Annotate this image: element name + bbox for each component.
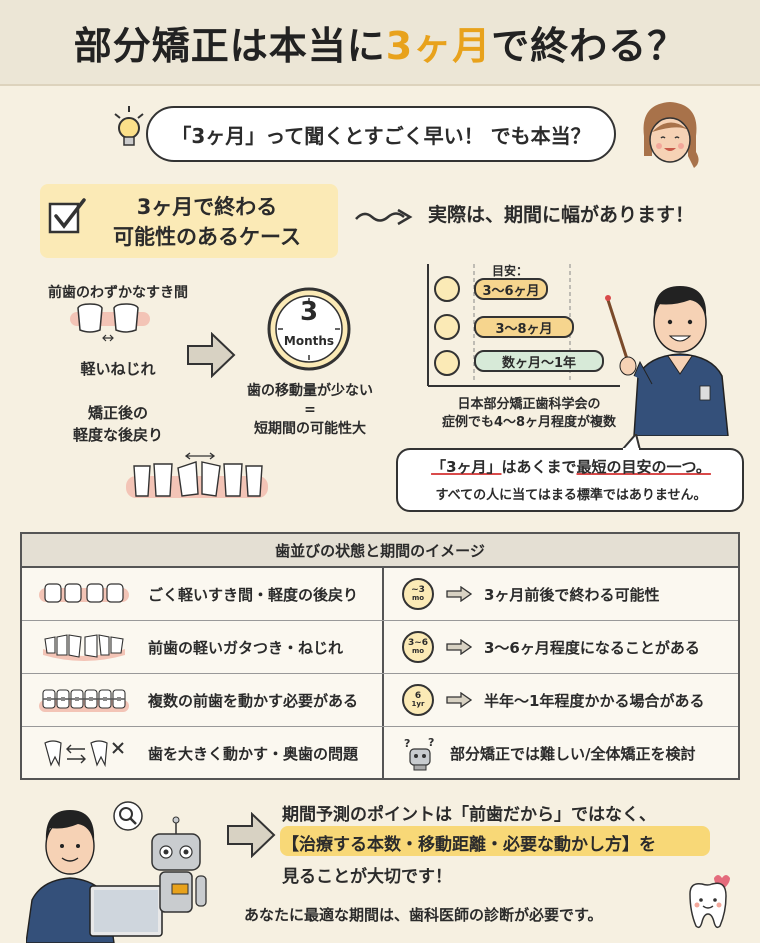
clock-top: ~3 [411, 585, 425, 595]
condition-text: ごく軽いすき間・軽度の後戻り [148, 585, 359, 604]
table-row: 歯を大きく動かす・奥歯の問題 ? ? 部分矯正では難しい/全体矯正を検討 [22, 727, 738, 780]
case-relapse-label: 矯正後の 軽度な後戻り [28, 402, 208, 446]
doctor-bubble-mid: はあくまで [501, 458, 577, 476]
braces-teeth-icon [36, 685, 132, 715]
case-gap-label: 前歯のわずかなすき間 [48, 285, 188, 301]
footer-highlight [280, 826, 710, 856]
front-teeth-gap-icon [70, 303, 150, 342]
lightbulb-icon [114, 106, 144, 146]
result-text: 半年〜1年程度かかる場合がある [484, 691, 705, 710]
footer-line2: 【治療する本数・移動距離・必要な動かし方】を [282, 835, 656, 855]
case-twist-label: 軽いねじれ [80, 360, 156, 378]
society-note-line2: 症例でも4〜8ヶ月程度が複数 [441, 415, 617, 430]
case-relapse-line1: 矯正後の [87, 404, 148, 422]
timeline-clock-icon [434, 314, 460, 340]
misaligned-teeth-icon [126, 452, 268, 498]
case-title: 3ヶ月で終わる 可能性のあるケース [92, 192, 322, 252]
case-relapse-line2: 軽度な後戻り [72, 426, 163, 444]
tooth-mascot-icon [689, 875, 730, 929]
question-bubble: 「3ヶ月」って聞くとすごく早い！ でも本当？ [146, 106, 616, 162]
header-banner: 部分矯正は本当に3ヶ月で終わる？ [0, 0, 760, 86]
right-arrow-icon [446, 586, 472, 602]
teeth-small-gap-icon [36, 579, 132, 609]
svg-text:?: ? [404, 737, 410, 750]
three-months-clock-icon [267, 287, 351, 371]
clock-caption-line3: 短期間の可能性大 [254, 421, 366, 437]
page-title: 部分矯正は本当に3ヶ月で終わる？ [74, 15, 686, 70]
table-cell-condition: 歯を大きく動かす・奥歯の問題 [22, 727, 384, 780]
clock-caption-line2: = [304, 402, 316, 418]
wavy-arrow-icon [355, 208, 413, 226]
table-title: 歯並びの状態と期間のイメージ [22, 534, 738, 568]
bubble-tail [621, 434, 641, 450]
timeline-bar-3-8: 3〜8ヶ月 [474, 316, 574, 338]
result-text: 3ヶ月前後で終わる可能性 [484, 585, 660, 604]
doctor-speech-bubble [396, 448, 744, 512]
clock-bottom: mo [411, 594, 425, 602]
clock-top: 6 [414, 691, 422, 701]
timeline-clock-icon [434, 276, 460, 302]
doctor-bubble-quote: 「3ヶ月」 [431, 458, 502, 476]
table-cell-condition: ごく軽いすき間・軽度の後戻り [22, 568, 384, 620]
checkbox-icon [48, 198, 86, 234]
right-arrow-icon [446, 692, 472, 708]
clock-bottom: mo [411, 647, 425, 655]
timeline-bar-months-1y: 数ヶ月〜1年 [474, 350, 604, 372]
case-title-line1: 3ヶ月で終わる [136, 195, 278, 219]
clock-label: Months [283, 334, 335, 348]
teeth-crowding-icon [36, 632, 132, 662]
footer-line4: あなたに最適な期間は、歯科医師の診断が必要です。 [244, 906, 603, 924]
doctor-pointing-illustration [605, 286, 729, 436]
society-note: 日本部分矯正歯科学会の 症例でも4〜8ヶ月程度が複数 [424, 396, 634, 432]
confused-robot-icon: ? ? [404, 737, 434, 770]
footer-line1: 期間予測のポイントは「前歯だから」ではなく、 [282, 805, 656, 825]
woman-avatar [643, 102, 699, 168]
condition-text: 歯を大きく動かす・奥歯の問題 [148, 745, 359, 763]
reality-text: 実際は、期間に幅があります！ [428, 204, 695, 226]
clock-caption: 歯の移動量が少ない = 短期間の可能性大 [232, 382, 388, 439]
clock-number: 3 [299, 297, 319, 327]
timeline-label: 目安： [492, 264, 529, 278]
condition-text: 前歯の軽いガタつき・ねじれ [148, 638, 344, 657]
right-arrow-icon [227, 812, 276, 858]
molar-movement-icon [36, 739, 132, 769]
right-arrow-icon [446, 639, 472, 655]
condition-text: 複数の前歯を動かす必要がある [148, 691, 359, 710]
result-text: 3〜6ヶ月程度になることがある [484, 638, 700, 657]
table-cell-condition: 前歯の軽いガタつき・ねじれ [22, 621, 384, 673]
doctor-computer-illustration [26, 801, 207, 943]
doctor-bubble-emphasis: 最短の目安の一つ。 [576, 458, 711, 476]
doctor-bubble-line2: すべての人に当てはまる標準ではありません。 [435, 488, 707, 503]
table-cell-condition: 複数の前歯を動かす必要がある [22, 674, 384, 726]
doctor-bubble-line1: 「3ヶ月」はあくまで最短の目安の一つ。 [406, 456, 736, 477]
question-text: 「3ヶ月」って聞くとすごく早い！ でも本当？ [171, 123, 591, 148]
title-pre: 部分矯正は本当に [73, 23, 386, 68]
title-post: で終わる？ [491, 23, 687, 68]
title-highlight: 3ヶ月 [385, 23, 492, 68]
table-cell-result: ? ? 部分矯正では難しい/全体矯正を検討 [384, 727, 738, 780]
clock-top: 3~6 [407, 638, 429, 648]
clock-caption-line1: 歯の移動量が少ない [247, 383, 373, 399]
society-note-line1: 日本部分矯正歯科学会の [457, 397, 601, 412]
case-box [40, 184, 338, 258]
result-text: 部分矯正では難しい/全体矯正を検討 [450, 745, 696, 763]
right-arrow-icon [187, 332, 236, 378]
case-title-line2: 可能性のあるケース [113, 225, 301, 249]
footer-line3: 見ることが大切です！ [282, 867, 452, 887]
timeline-bar-3-6: 3〜6ヶ月 [474, 278, 548, 300]
svg-text:?: ? [428, 737, 434, 749]
clock-bottom: 1yr [411, 700, 425, 708]
timeline-clock-icon [434, 350, 460, 376]
